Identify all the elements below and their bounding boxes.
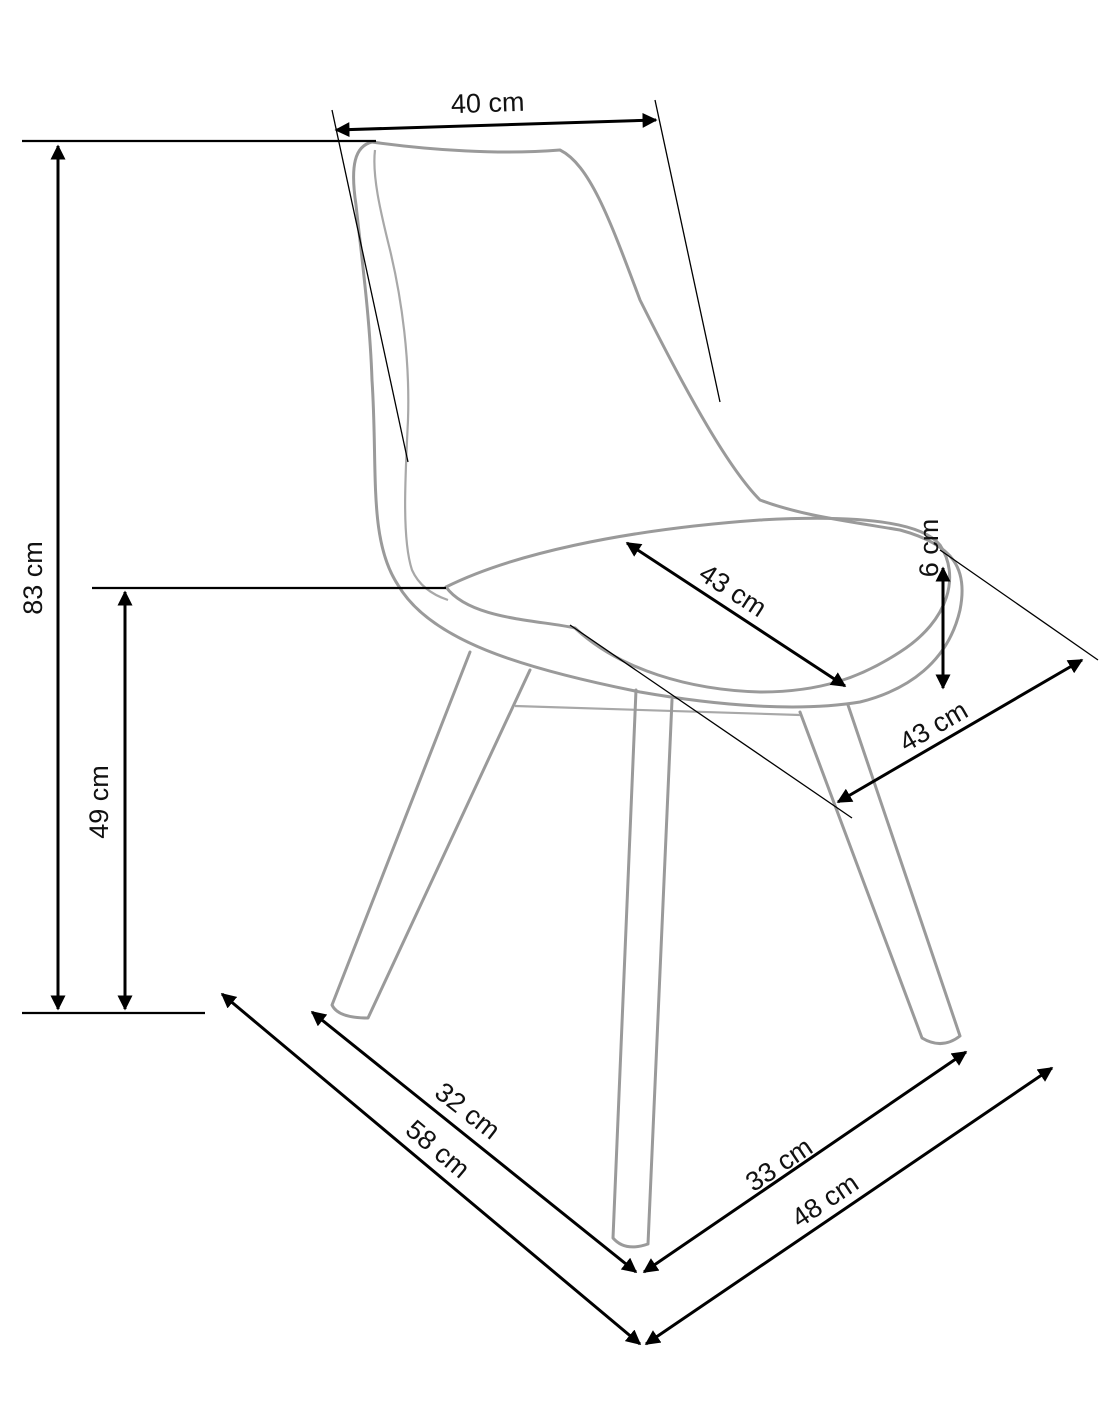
shell-outer: [352, 140, 964, 709]
leg-span-left-arrow: [310, 1010, 638, 1274]
seat-width-label: 43 cm: [894, 695, 973, 758]
front-leg: [611, 688, 674, 1249]
seat-side-extension: [939, 549, 1099, 661]
shell-inner: [373, 149, 449, 602]
seat-width-arrow: [836, 658, 1084, 804]
chair-outline: [330, 140, 964, 1249]
seat-front-extension: [569, 624, 853, 819]
seat-cushion: [444, 516, 952, 694]
leg-span-right-label: 33 cm: [740, 1132, 818, 1198]
seat-rail: [514, 704, 801, 717]
overall-depth-arrow: [220, 992, 642, 1346]
seat-depth-arrow: [625, 541, 847, 688]
back-right-leg: [798, 703, 962, 1045]
seat-height-label: 49 cm: [84, 765, 114, 839]
back-width-arrow: [334, 112, 658, 138]
back-left-extension: [331, 109, 409, 463]
overall-width-arrow: [644, 1066, 1054, 1346]
dimension-labels: 83 cm 49 cm 40 cm 43 cm 43 cm 6 cm 32 cm…: [18, 87, 973, 1234]
seat-thickness-label: 6 cm: [914, 519, 944, 578]
total-height-label: 83 cm: [18, 541, 48, 615]
back-right-extension: [654, 99, 721, 403]
back-left-leg: [330, 650, 532, 1020]
extension-lines: [22, 99, 1099, 1015]
dimension-arrows: [50, 112, 1084, 1346]
back-width-label: 40 cm: [450, 87, 525, 120]
